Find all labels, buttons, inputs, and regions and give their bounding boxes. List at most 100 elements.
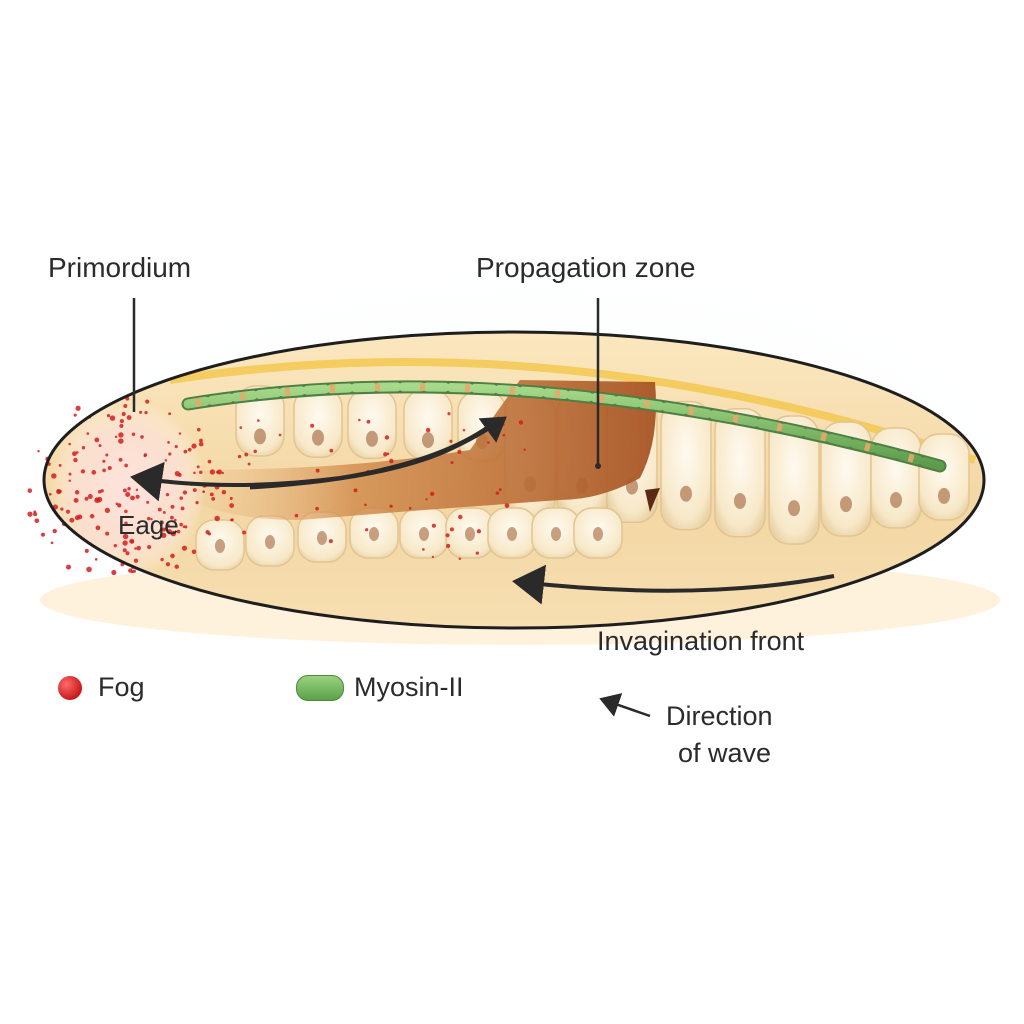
fog-dot xyxy=(97,489,102,494)
fog-dot xyxy=(65,509,71,514)
fog-dot xyxy=(523,448,526,451)
fog-dot xyxy=(115,502,119,506)
fog-dot xyxy=(107,466,112,471)
legend-myosin: Myosin-II xyxy=(296,672,464,703)
fog-dot xyxy=(95,525,101,531)
fog-dot xyxy=(135,494,140,499)
fog-dot xyxy=(72,451,77,457)
fog-dot xyxy=(150,517,153,521)
fog-dot xyxy=(58,463,62,467)
fog-dot xyxy=(81,446,86,450)
fog-dot xyxy=(181,545,188,551)
fog-dot xyxy=(502,433,506,437)
fog-dot xyxy=(136,545,141,551)
fog-dot xyxy=(179,496,184,500)
fog-dot xyxy=(118,438,124,444)
fog-dot xyxy=(202,490,206,494)
cell xyxy=(870,427,922,529)
fog-dot xyxy=(183,449,188,454)
cell xyxy=(918,433,970,521)
fog-dot xyxy=(430,491,435,496)
fog-dot xyxy=(106,414,111,418)
cell-nucleus xyxy=(890,492,902,508)
fog-dot xyxy=(146,516,151,521)
fog-dot xyxy=(476,529,482,534)
cell xyxy=(660,400,712,531)
fog-dot xyxy=(102,459,106,463)
fog-dot xyxy=(257,419,260,422)
fog-dot xyxy=(214,515,220,522)
lower-cell-row xyxy=(195,507,623,571)
cell-nucleus xyxy=(551,527,561,541)
fog-dot xyxy=(174,445,178,449)
fog-dot xyxy=(96,496,103,503)
fog-dot xyxy=(34,518,40,524)
fog-dot xyxy=(119,423,124,429)
fog-dot xyxy=(86,566,92,573)
fog-dot xyxy=(124,463,128,468)
fog-dot xyxy=(253,449,257,454)
fog-dot xyxy=(68,479,71,483)
fog-dot xyxy=(174,564,179,569)
fog-dot xyxy=(118,457,123,462)
fog-dot xyxy=(192,488,197,492)
fog-dot xyxy=(165,492,170,497)
primordium-label: Primordium xyxy=(48,252,192,283)
fog-dot xyxy=(229,496,233,500)
fog-dot xyxy=(80,469,86,474)
fog-dot xyxy=(457,449,462,454)
fog-dot xyxy=(178,432,182,435)
fog-dot xyxy=(170,515,174,520)
cell-nucleus xyxy=(593,527,603,541)
fog-dot xyxy=(221,490,227,495)
fog-dot xyxy=(242,530,247,535)
fog-dot xyxy=(353,488,358,493)
invagination-shadow xyxy=(645,488,660,512)
direction-of-wave-label: Direction of wave xyxy=(666,698,773,772)
myosin-legend-icon xyxy=(296,674,344,701)
fog-dot xyxy=(159,520,164,525)
fog-dot xyxy=(431,555,434,558)
fog-dot xyxy=(384,435,390,440)
fog-dot xyxy=(487,441,490,444)
fog-dot xyxy=(191,443,197,449)
cell-nucleus xyxy=(369,527,379,541)
cell-nucleus xyxy=(366,430,378,447)
fog-dot xyxy=(216,470,220,474)
fog-dot xyxy=(221,471,224,475)
fog-dot xyxy=(134,547,137,550)
fog-dot xyxy=(365,528,369,532)
edge-label: Eage xyxy=(118,510,179,540)
fog-legend-icon xyxy=(58,675,82,700)
fog-dot xyxy=(130,539,135,544)
fog-dot xyxy=(109,415,116,421)
fog-dot xyxy=(123,403,128,408)
fog-dot xyxy=(425,498,428,501)
fog-dot xyxy=(179,522,183,527)
fog-dot xyxy=(386,452,390,456)
fog-dot xyxy=(449,439,453,443)
fog-dot xyxy=(27,511,33,517)
fog-dot xyxy=(229,503,234,508)
cell-nucleus xyxy=(419,527,429,541)
fog-dot xyxy=(431,523,436,528)
cell-nucleus xyxy=(312,429,324,446)
legend-fog: Fog xyxy=(58,672,145,703)
fog-dot xyxy=(48,492,52,496)
fog-dot xyxy=(167,441,170,444)
fog-dot xyxy=(173,518,177,522)
fog-dot xyxy=(122,533,129,540)
fog-dot xyxy=(458,514,463,520)
fog-dot xyxy=(161,532,167,539)
fog-dot xyxy=(126,415,132,421)
fog-dot xyxy=(247,462,251,466)
fog-dot xyxy=(74,490,80,495)
fog-dot xyxy=(50,541,54,545)
invagination-front-label: Invagination front xyxy=(597,626,805,656)
cell xyxy=(235,385,285,457)
fog-legend-label: Fog xyxy=(98,672,145,702)
fog-dot xyxy=(130,495,135,501)
fog-dot xyxy=(294,513,299,518)
